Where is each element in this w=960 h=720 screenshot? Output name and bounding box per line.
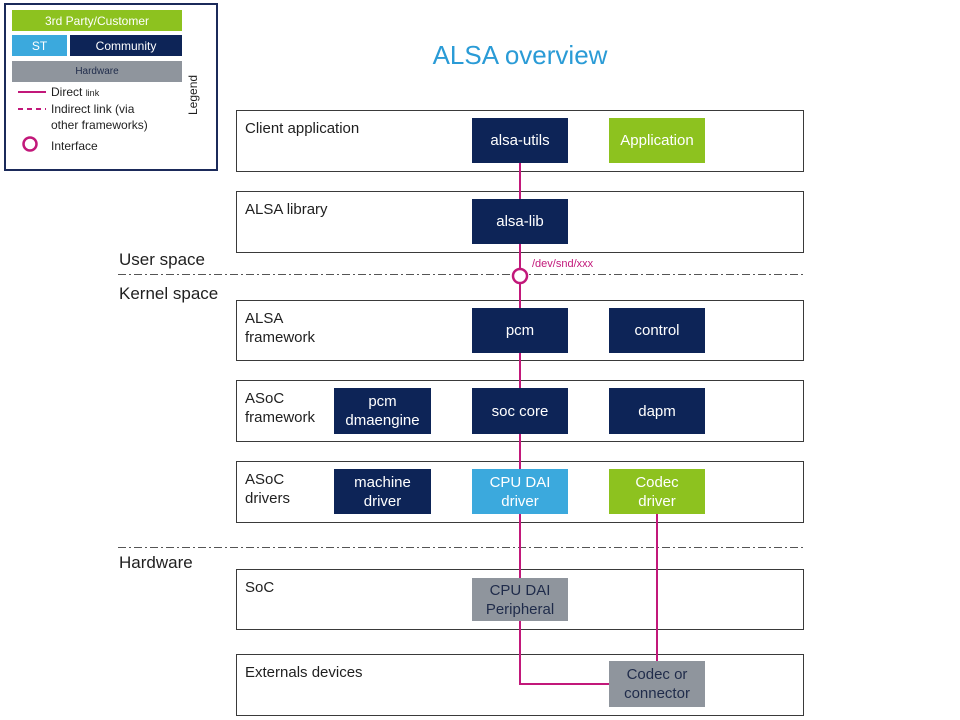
- legend-indirect-link-line1: Indirect link (via: [51, 102, 135, 116]
- legend-direct-link: Direct link: [51, 85, 100, 99]
- alsa-utils-box: alsa-utils: [472, 118, 568, 163]
- kernel-space-label: Kernel space: [119, 284, 219, 303]
- pcm-box: pcm: [472, 308, 568, 353]
- legend: 3rd Party/Customer ST Community Hardware…: [4, 3, 218, 171]
- layer-label: SoC: [245, 579, 275, 596]
- legend-interface: Interface: [51, 139, 98, 153]
- application-box: Application: [609, 118, 705, 163]
- interface-icon: [511, 267, 529, 285]
- interface-symbol: [22, 136, 38, 152]
- hardware-space-label: Hardware: [119, 553, 193, 572]
- interface-label: /dev/snd/xxx: [532, 258, 594, 270]
- legend-st: ST: [12, 35, 67, 56]
- alsa-lib-box: alsa-lib: [472, 199, 568, 244]
- control-box: control: [609, 308, 705, 353]
- link-peripheral-to-codec-connector: [519, 621, 610, 685]
- soc-core-box: soc core: [472, 388, 568, 434]
- diagram-title: ALSA overview: [432, 40, 608, 70]
- layer-label: ALSA library: [245, 201, 328, 218]
- legend-symbols: [18, 91, 46, 152]
- dapm-box: dapm: [609, 388, 705, 434]
- layer-label: Client application: [245, 120, 360, 137]
- legend-third-party: 3rd Party/Customer: [12, 10, 182, 31]
- legend-indirect-link-line2: other frameworks): [51, 118, 148, 132]
- user-space-label: User space: [119, 250, 205, 269]
- layer-label: Externals devices: [245, 664, 363, 681]
- legend-community: Community: [70, 35, 182, 56]
- legend-hardware: Hardware: [12, 61, 182, 82]
